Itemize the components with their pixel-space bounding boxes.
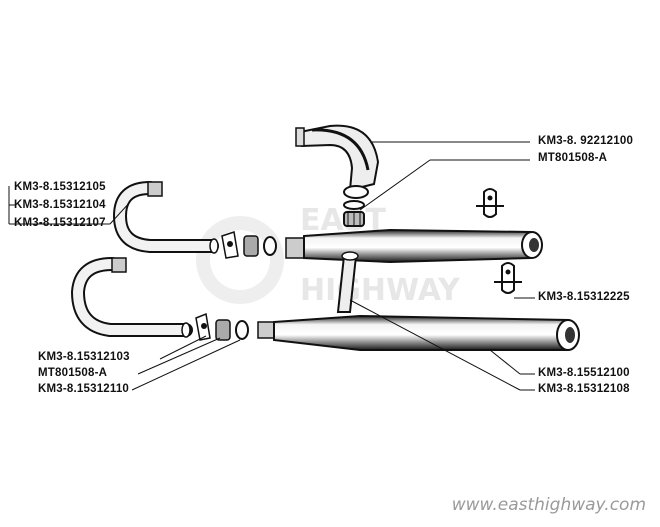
upper-nut-ring (343, 200, 365, 227)
label-km3-8-15312105: KM3-8.15312105 (14, 181, 106, 193)
upper-header-pipe (112, 181, 219, 254)
label-mt801508-a-top: MT801508-A (538, 152, 608, 164)
label-km3-8-15512100: KM3-8.15512100 (538, 367, 630, 379)
label-km3-8-15312110: KM3-8.15312110 (38, 383, 130, 395)
watermark-url: www.easthighway.com (451, 495, 646, 515)
label-km3-8-15312103: KM3-8.15312103 (38, 351, 130, 363)
label-km3-8-15312107: KM3-8.15312107 (14, 217, 106, 229)
leader-lines (8, 141, 535, 391)
upper-elbow-pipe (295, 124, 380, 199)
upper-muffler (285, 228, 543, 264)
upper-flange-set (221, 231, 277, 259)
label-km3-8-15312108: KM3-8.15312108 (538, 383, 630, 395)
label-km3-8-92212100: KM3-8. 92212100 (538, 135, 634, 147)
label-km3-8-15312225: KM3-8.15312225 (538, 291, 630, 303)
watermark-logo-line2: HIGHWAY (300, 273, 461, 308)
lower-clamp (494, 262, 522, 294)
lower-header-pipe (70, 257, 193, 338)
upper-clamp (476, 188, 504, 218)
lower-muffler (257, 314, 580, 351)
lower-flange-set (195, 312, 249, 341)
label-mt801508-a-bottom: MT801508-A (38, 367, 108, 379)
crossover-pipe (336, 251, 359, 313)
label-km3-8-15312104: KM3-8.15312104 (14, 199, 106, 211)
